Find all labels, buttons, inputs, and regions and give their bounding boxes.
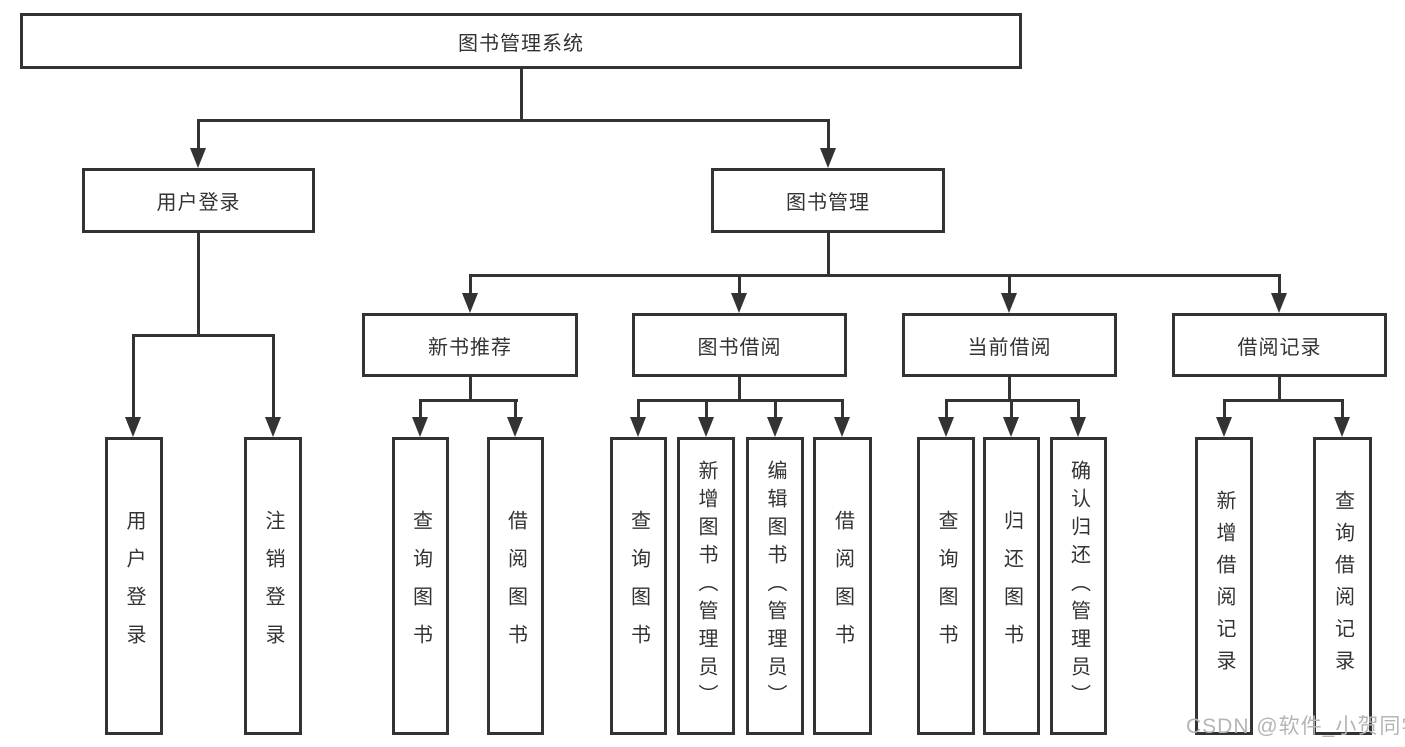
node-root: 图书管理系统 — [20, 13, 1022, 69]
connector-line — [272, 334, 275, 421]
node-book-borrow-label: 图书借阅 — [697, 336, 782, 359]
node-borrow-records-label: 借阅记录 — [1237, 336, 1322, 359]
connector-line — [738, 377, 741, 401]
arrow-down-icon — [507, 417, 523, 437]
node-book-mgmt: 图书管理 — [711, 168, 945, 233]
leaf-return-books-label: 归还图书 — [1000, 510, 1023, 662]
connector-line — [637, 399, 844, 402]
connector-line — [197, 119, 830, 122]
leaf-add-books-admin-label: 新增图书（管理员） — [695, 460, 717, 712]
leaf-logout-label: 注销登录 — [262, 510, 284, 662]
connector-line — [1278, 274, 1281, 296]
connector-line — [1223, 399, 1344, 402]
node-new-books-label: 新书推荐 — [428, 336, 512, 359]
node-book-borrow: 图书借阅 — [632, 313, 847, 377]
connector-line — [1278, 377, 1281, 401]
connector-line — [419, 399, 422, 421]
connector-line — [945, 399, 948, 421]
connector-line — [520, 69, 523, 120]
connector-line — [1008, 377, 1011, 401]
arrow-down-icon — [1271, 293, 1287, 313]
connector-line — [197, 119, 200, 152]
leaf-confirm-return-admin: 确认归还（管理员） — [1050, 437, 1107, 735]
leaf-edit-books-admin: 编辑图书（管理员） — [746, 437, 804, 735]
connector-line — [514, 399, 517, 421]
leaf-logout: 注销登录 — [244, 437, 302, 735]
arrow-down-icon — [630, 417, 646, 437]
node-user-login-label: 用户登录 — [156, 192, 241, 214]
connector-line — [469, 274, 472, 296]
arrow-down-icon — [412, 417, 428, 437]
arrow-down-icon — [125, 417, 141, 437]
connector-line — [827, 233, 830, 275]
arrow-down-icon — [462, 293, 478, 313]
arrow-down-icon — [190, 148, 206, 168]
node-book-mgmt-label: 图书管理 — [786, 192, 870, 214]
node-current-borrow-label: 当前借阅 — [967, 336, 1052, 359]
leaf-borrow-books-borrow-label: 借阅图书 — [831, 510, 854, 662]
leaf-user-login: 用户登录 — [105, 437, 163, 735]
connector-line — [1341, 399, 1344, 421]
node-user-login: 用户登录 — [82, 168, 315, 233]
connector-line — [469, 274, 1281, 277]
leaf-query-books-current-label: 查询图书 — [935, 510, 957, 662]
arrow-down-icon — [820, 148, 836, 168]
node-root-label: 图书管理系统 — [458, 32, 584, 55]
node-current-borrow: 当前借阅 — [902, 313, 1117, 377]
connector-line — [705, 399, 708, 421]
connector-line — [419, 399, 518, 402]
leaf-borrow-books-newbooks: 借阅图书 — [487, 437, 544, 735]
connector-line — [1223, 399, 1226, 421]
connector-line — [738, 274, 741, 296]
arrow-down-icon — [1334, 417, 1350, 437]
watermark: CSDN @软件_小贺同学 — [1186, 715, 1405, 738]
connector-line — [197, 233, 200, 335]
node-new-books: 新书推荐 — [362, 313, 578, 377]
connector-line — [841, 399, 844, 421]
arrow-down-icon — [1001, 293, 1017, 313]
leaf-add-borrow-record: 新增借阅记录 — [1195, 437, 1253, 735]
leaf-return-books: 归还图书 — [983, 437, 1040, 735]
arrow-down-icon — [265, 417, 281, 437]
arrow-down-icon — [731, 293, 747, 313]
arrow-down-icon — [834, 417, 850, 437]
connector-line — [774, 399, 777, 421]
leaf-query-books-borrow-label: 查询图书 — [627, 510, 650, 662]
leaf-borrow-books-newbooks-label: 借阅图书 — [504, 510, 527, 662]
connector-line — [132, 334, 135, 421]
connector-line — [132, 334, 275, 337]
connector-line — [1077, 399, 1080, 421]
leaf-confirm-return-admin-label: 确认归还（管理员） — [1067, 460, 1090, 712]
connector-line — [637, 399, 640, 421]
leaf-borrow-books-borrow: 借阅图书 — [813, 437, 872, 735]
arrow-down-icon — [767, 417, 783, 437]
arrow-down-icon — [698, 417, 714, 437]
leaf-edit-books-admin-label: 编辑图书（管理员） — [764, 460, 786, 712]
leaf-query-borrow-record: 查询借阅记录 — [1313, 437, 1372, 735]
leaf-query-books-borrow: 查询图书 — [610, 437, 667, 735]
leaf-query-books-current: 查询图书 — [917, 437, 975, 735]
connector-line — [1010, 399, 1013, 421]
leaf-add-borrow-record-label: 新增借阅记录 — [1213, 490, 1235, 682]
leaf-add-books-admin: 新增图书（管理员） — [677, 437, 735, 735]
leaf-query-books-newbooks-label: 查询图书 — [409, 510, 432, 662]
arrow-down-icon — [1003, 417, 1019, 437]
arrow-down-icon — [1216, 417, 1232, 437]
connector-line — [827, 119, 830, 152]
leaf-query-books-newbooks: 查询图书 — [392, 437, 449, 735]
leaf-query-borrow-record-label: 查询借阅记录 — [1331, 490, 1354, 682]
arrow-down-icon — [938, 417, 954, 437]
arrow-down-icon — [1070, 417, 1086, 437]
connector-line — [1008, 274, 1011, 296]
node-borrow-records: 借阅记录 — [1172, 313, 1387, 377]
leaf-user-login-label: 用户登录 — [123, 510, 145, 662]
connector-line — [469, 377, 472, 401]
